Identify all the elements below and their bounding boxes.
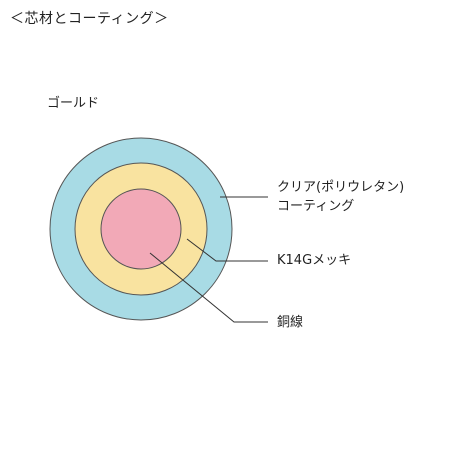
plating-layer-label: K14Gメッキ [277, 253, 352, 268]
variant-label: ゴールド [47, 96, 100, 111]
core-layer-label: 銅線 [277, 315, 304, 330]
core-layer-circle [100, 188, 182, 270]
coating-label-line2: コーティング [277, 199, 355, 214]
core-leader-line [149, 252, 268, 323]
coating-layer-label: クリア(ポリウレタン) コーティング [277, 178, 404, 216]
coating-label-line1: クリア(ポリウレタン) [277, 180, 405, 195]
plating-leader-line [186, 238, 268, 262]
page-heading: ＜芯材とコーティング＞ [10, 11, 169, 27]
